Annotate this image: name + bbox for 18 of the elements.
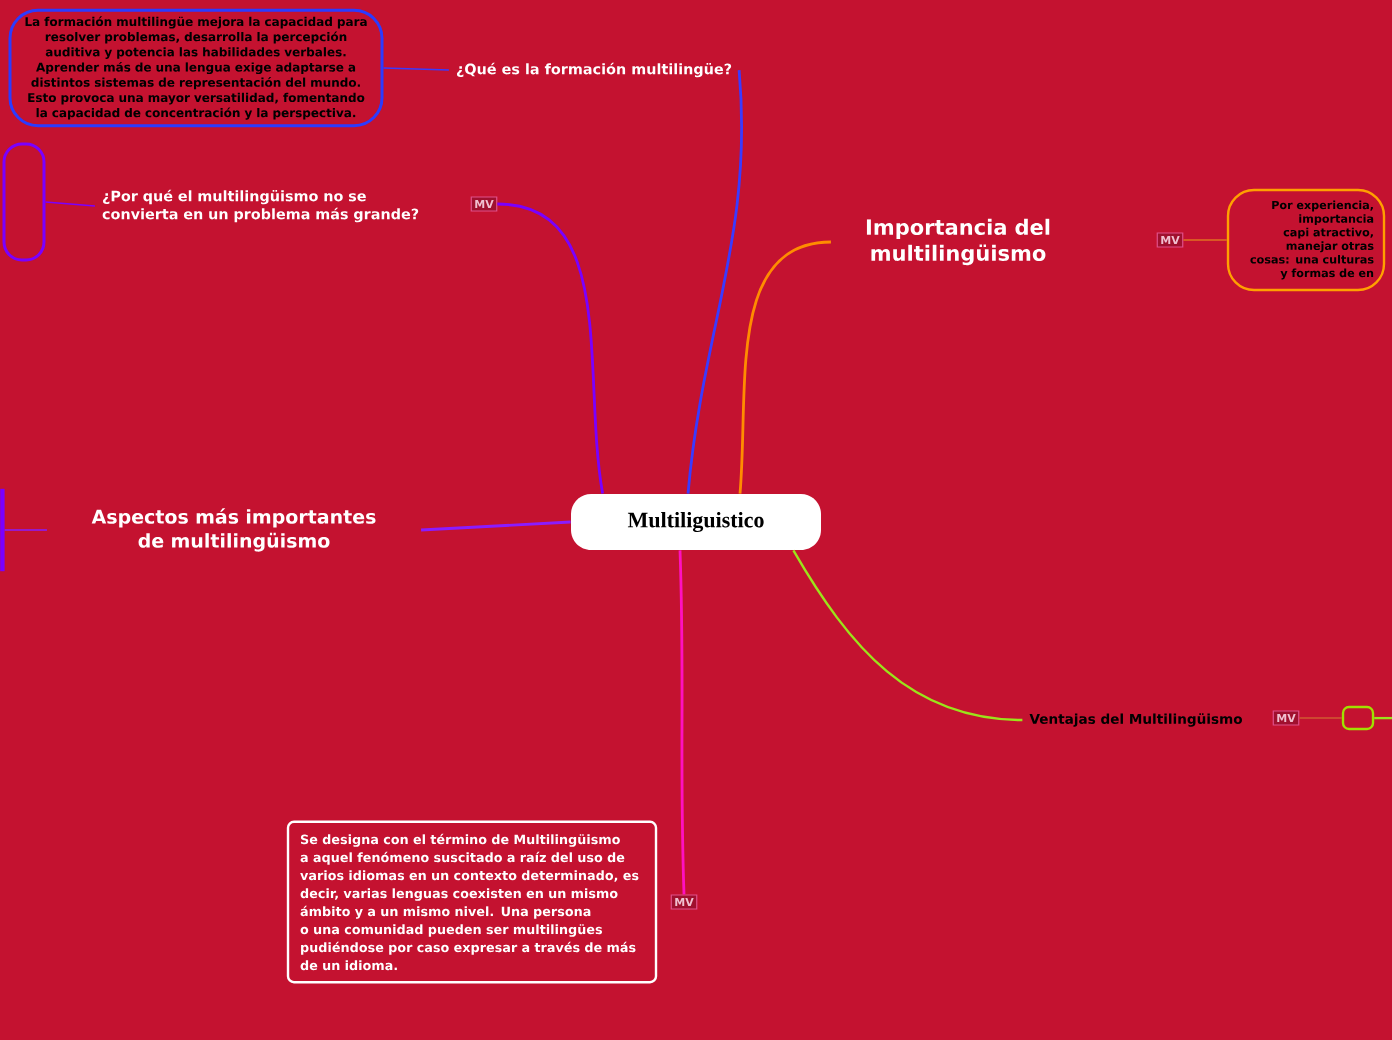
empty-box <box>0 488 5 572</box>
connector-line <box>1374 716 1392 720</box>
connector-line <box>421 520 571 532</box>
connector-line <box>792 549 1023 722</box>
connector-line <box>44 201 96 207</box>
connector-line <box>678 550 686 895</box>
connector-line <box>1298 717 1343 719</box>
empty-box <box>2 142 46 262</box>
topic-text: Importancia del multilingüismo <box>866 218 1050 266</box>
connector-line <box>382 67 450 71</box>
connector-line <box>686 69 743 494</box>
connector-line <box>3 529 48 531</box>
empty-box <box>1341 705 1375 731</box>
connector-line <box>497 202 604 494</box>
connector-line <box>1182 239 1228 241</box>
topic-text: Aspectos más importantes de multilingüismo <box>91 508 376 552</box>
connector-line <box>738 240 832 494</box>
central-topic: Multiliguistico <box>571 494 821 550</box>
